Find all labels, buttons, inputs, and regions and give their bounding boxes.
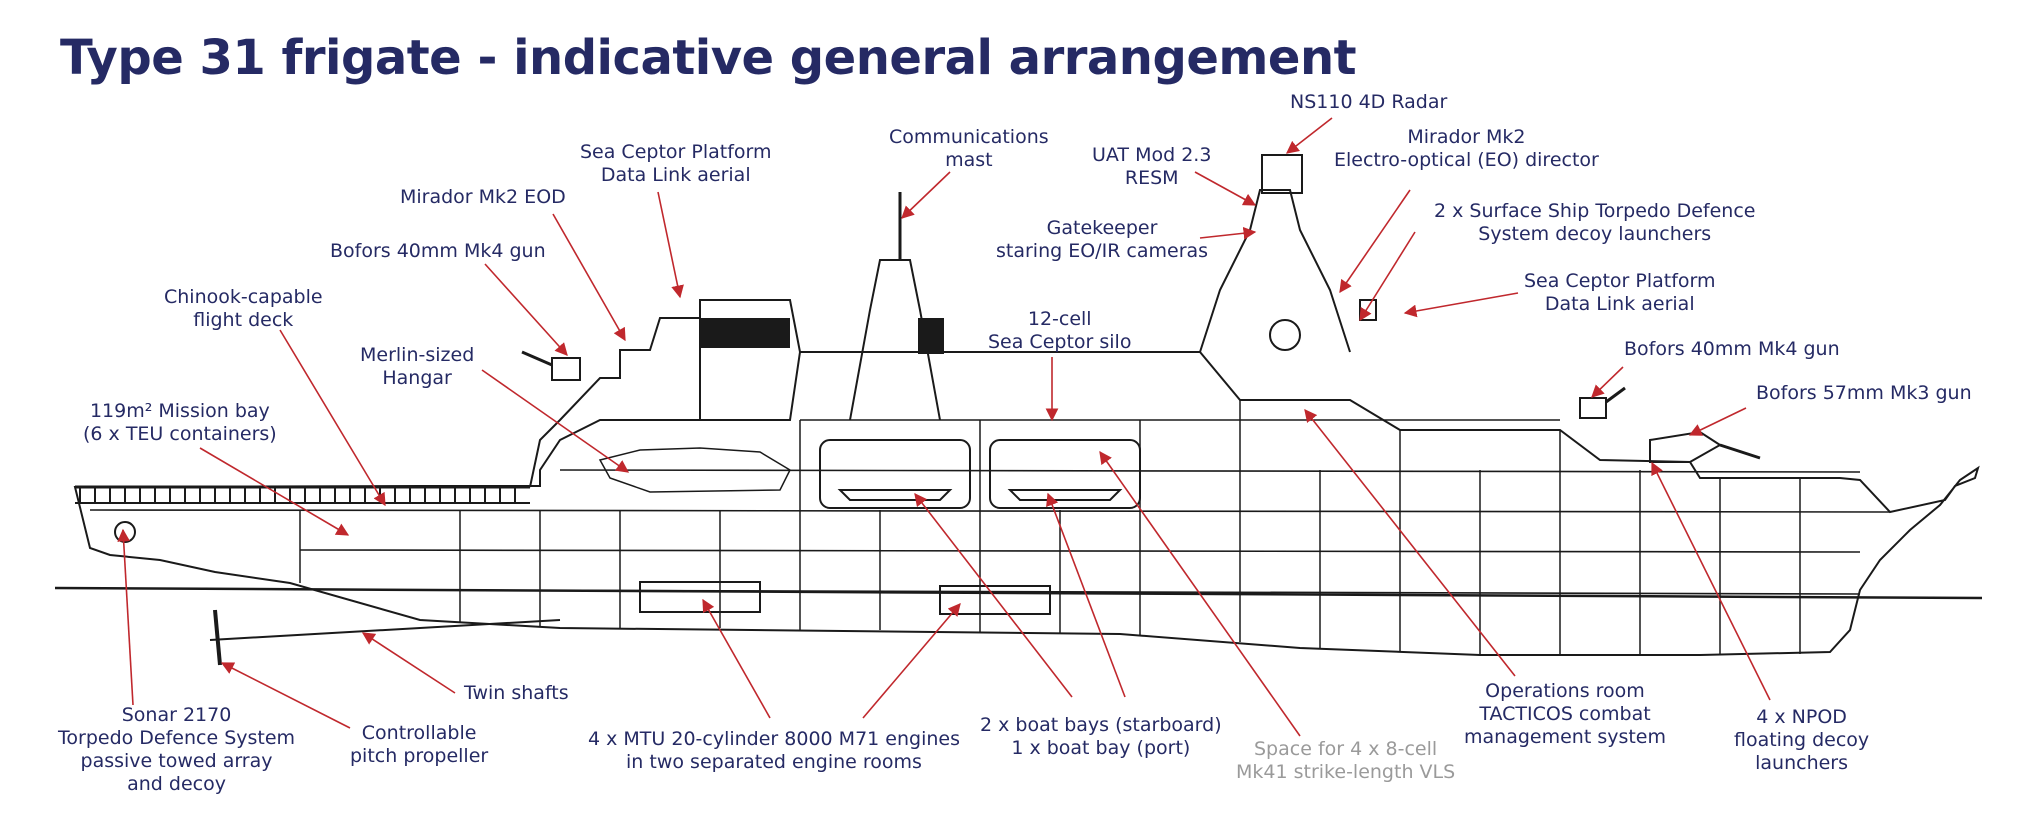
leader-bofors-fwd xyxy=(1591,366,1624,398)
label-gatekeeper: Gatekeeper staring EO/IR cameras xyxy=(996,217,1209,262)
deck-rail-posts xyxy=(79,487,516,503)
label-mk41-space: Space for 4 x 8-cell Mk41 strike-length … xyxy=(1236,738,1456,783)
leader-sea-ceptor-fwd xyxy=(1403,292,1519,318)
eo-director-dome xyxy=(1269,319,1301,351)
label-chinook-deck: Chinook-capable flight deck xyxy=(164,286,323,331)
funnel-top xyxy=(700,318,790,348)
engine-room-2 xyxy=(939,585,1051,615)
leader-ops-room xyxy=(1304,408,1516,677)
bofors-40-aft-gun xyxy=(521,350,581,381)
label-bofors-40-fwd: Bofors 40mm Mk4 gun xyxy=(1624,338,1840,360)
leader-mirador-eod xyxy=(552,213,626,342)
label-npod: 4 x NPOD floating decoy launchers xyxy=(1734,706,1870,774)
boat-bay-1 xyxy=(819,439,971,509)
leader-uat xyxy=(1194,171,1257,206)
helicopter xyxy=(598,447,791,493)
leader-chinook xyxy=(279,329,386,507)
leader-merlin xyxy=(481,369,630,473)
label-ns110-radar: NS110 4D Radar xyxy=(1290,91,1448,113)
leader-mirador-eo xyxy=(1339,189,1411,294)
diagram-title: Type 31 frigate - indicative general arr… xyxy=(60,30,1357,86)
leader-npod xyxy=(1651,461,1771,701)
label-uat-resm: UAT Mod 2.3 RESM xyxy=(1092,144,1212,189)
leader-cpp xyxy=(220,662,351,729)
leader-boats-2 xyxy=(1046,492,1126,698)
leader-comms-mast xyxy=(901,171,951,219)
leader-sea-ceptor-aft xyxy=(657,191,684,299)
label-comms-mast: Communications mast xyxy=(889,126,1049,171)
leader-sonar xyxy=(117,528,134,706)
leader-sstd xyxy=(1359,231,1416,322)
ns110-radar-housing xyxy=(1261,154,1303,194)
radar-tower xyxy=(1199,189,1351,353)
leader-mk41 xyxy=(1099,450,1301,737)
label-operations-room: Operations room TACTICOS combat manageme… xyxy=(1464,680,1667,748)
bofors-40-fwd-gun xyxy=(1579,386,1626,419)
label-sea-ceptor-silo: 12-cell Sea Ceptor silo xyxy=(988,308,1132,353)
engine-room-1 xyxy=(639,581,761,613)
leader-engines-2 xyxy=(862,603,961,719)
label-engines: 4 x MTU 20-cylinder 8000 M71 engines in … xyxy=(588,728,960,773)
bulkheads xyxy=(299,400,1801,655)
label-sea-ceptor-datalink-aft: Sea Ceptor Platform Data Link aerial xyxy=(580,141,772,186)
leader-bofors-57 xyxy=(1688,407,1747,436)
waterline xyxy=(54,586,1983,600)
label-mirador-eo-director: Mirador Mk2 Electro-optical (EO) directo… xyxy=(1334,126,1599,171)
hangar-superstructure xyxy=(529,299,801,488)
leader-bofors-aft xyxy=(484,263,568,356)
leader-gatekeeper xyxy=(1199,226,1257,240)
label-merlin-hangar: Merlin-sized Hangar xyxy=(360,344,475,389)
label-cp-propeller: Controllable pitch propeller xyxy=(350,722,489,767)
label-bofors-57: Bofors 57mm Mk3 gun xyxy=(1756,382,1972,404)
label-boat-bays: 2 x boat bays (starboard) 1 x boat bay (… xyxy=(980,714,1222,759)
label-sea-ceptor-datalink-fwd: Sea Ceptor Platform Data Link aerial xyxy=(1524,270,1716,315)
propeller xyxy=(213,609,222,666)
leader-twin-shafts xyxy=(361,632,456,694)
boat-bay-2 xyxy=(989,439,1141,509)
label-bofors-40-aft: Bofors 40mm Mk4 gun xyxy=(330,240,546,262)
label-sonar-2170: Sonar 2170 Torpedo Defence System passiv… xyxy=(58,704,296,795)
leader-mission-bay xyxy=(199,447,350,536)
label-sstd-decoy-launchers: 2 x Surface Ship Torpedo Defence System … xyxy=(1434,200,1756,245)
label-twin-shafts: Twin shafts xyxy=(464,682,569,704)
leader-ns110 xyxy=(1285,117,1333,154)
mast-black-band xyxy=(918,318,944,354)
leader-boats-1 xyxy=(914,492,1073,698)
propeller-shaft xyxy=(209,619,561,641)
sonar-reel xyxy=(114,521,136,543)
leader-engines-1 xyxy=(702,598,771,719)
label-mirador-eod: Mirador Mk2 EOD xyxy=(400,186,566,208)
label-mission-bay: 119m² Mission bay (6 x TEU containers) xyxy=(83,400,277,445)
